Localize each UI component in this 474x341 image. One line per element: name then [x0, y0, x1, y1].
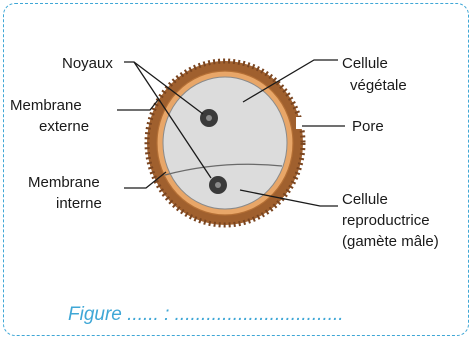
label-cellule-repro-1: Cellule: [342, 191, 388, 208]
label-membrane-externe-1: Membrane: [10, 97, 82, 114]
label-noyaux: Noyaux: [62, 55, 113, 72]
label-cellule-vegetale-1: Cellule: [342, 55, 388, 72]
nucleus-highlight: [206, 115, 212, 121]
label-cellule-repro-2: reproductrice: [342, 212, 430, 229]
label-membrane-interne-1: Membrane: [28, 174, 100, 191]
leader-membrane-externe: [117, 100, 158, 110]
label-membrane-externe-2: externe: [39, 118, 89, 135]
caption-prefix: Figure: [68, 304, 122, 325]
label-cellule-vegetale-2: végétale: [350, 77, 407, 94]
pore: [296, 117, 306, 129]
nucleus-highlight: [215, 182, 221, 188]
caption-title-line: ................................: [175, 304, 344, 325]
label-pore: Pore: [352, 118, 384, 135]
caption-number: ...... :: [127, 304, 169, 325]
label-membrane-interne-2: interne: [56, 195, 102, 212]
label-cellule-repro-3: (gamète mâle): [342, 233, 439, 250]
figure-caption: Figure ...... : ........................…: [68, 304, 344, 326]
